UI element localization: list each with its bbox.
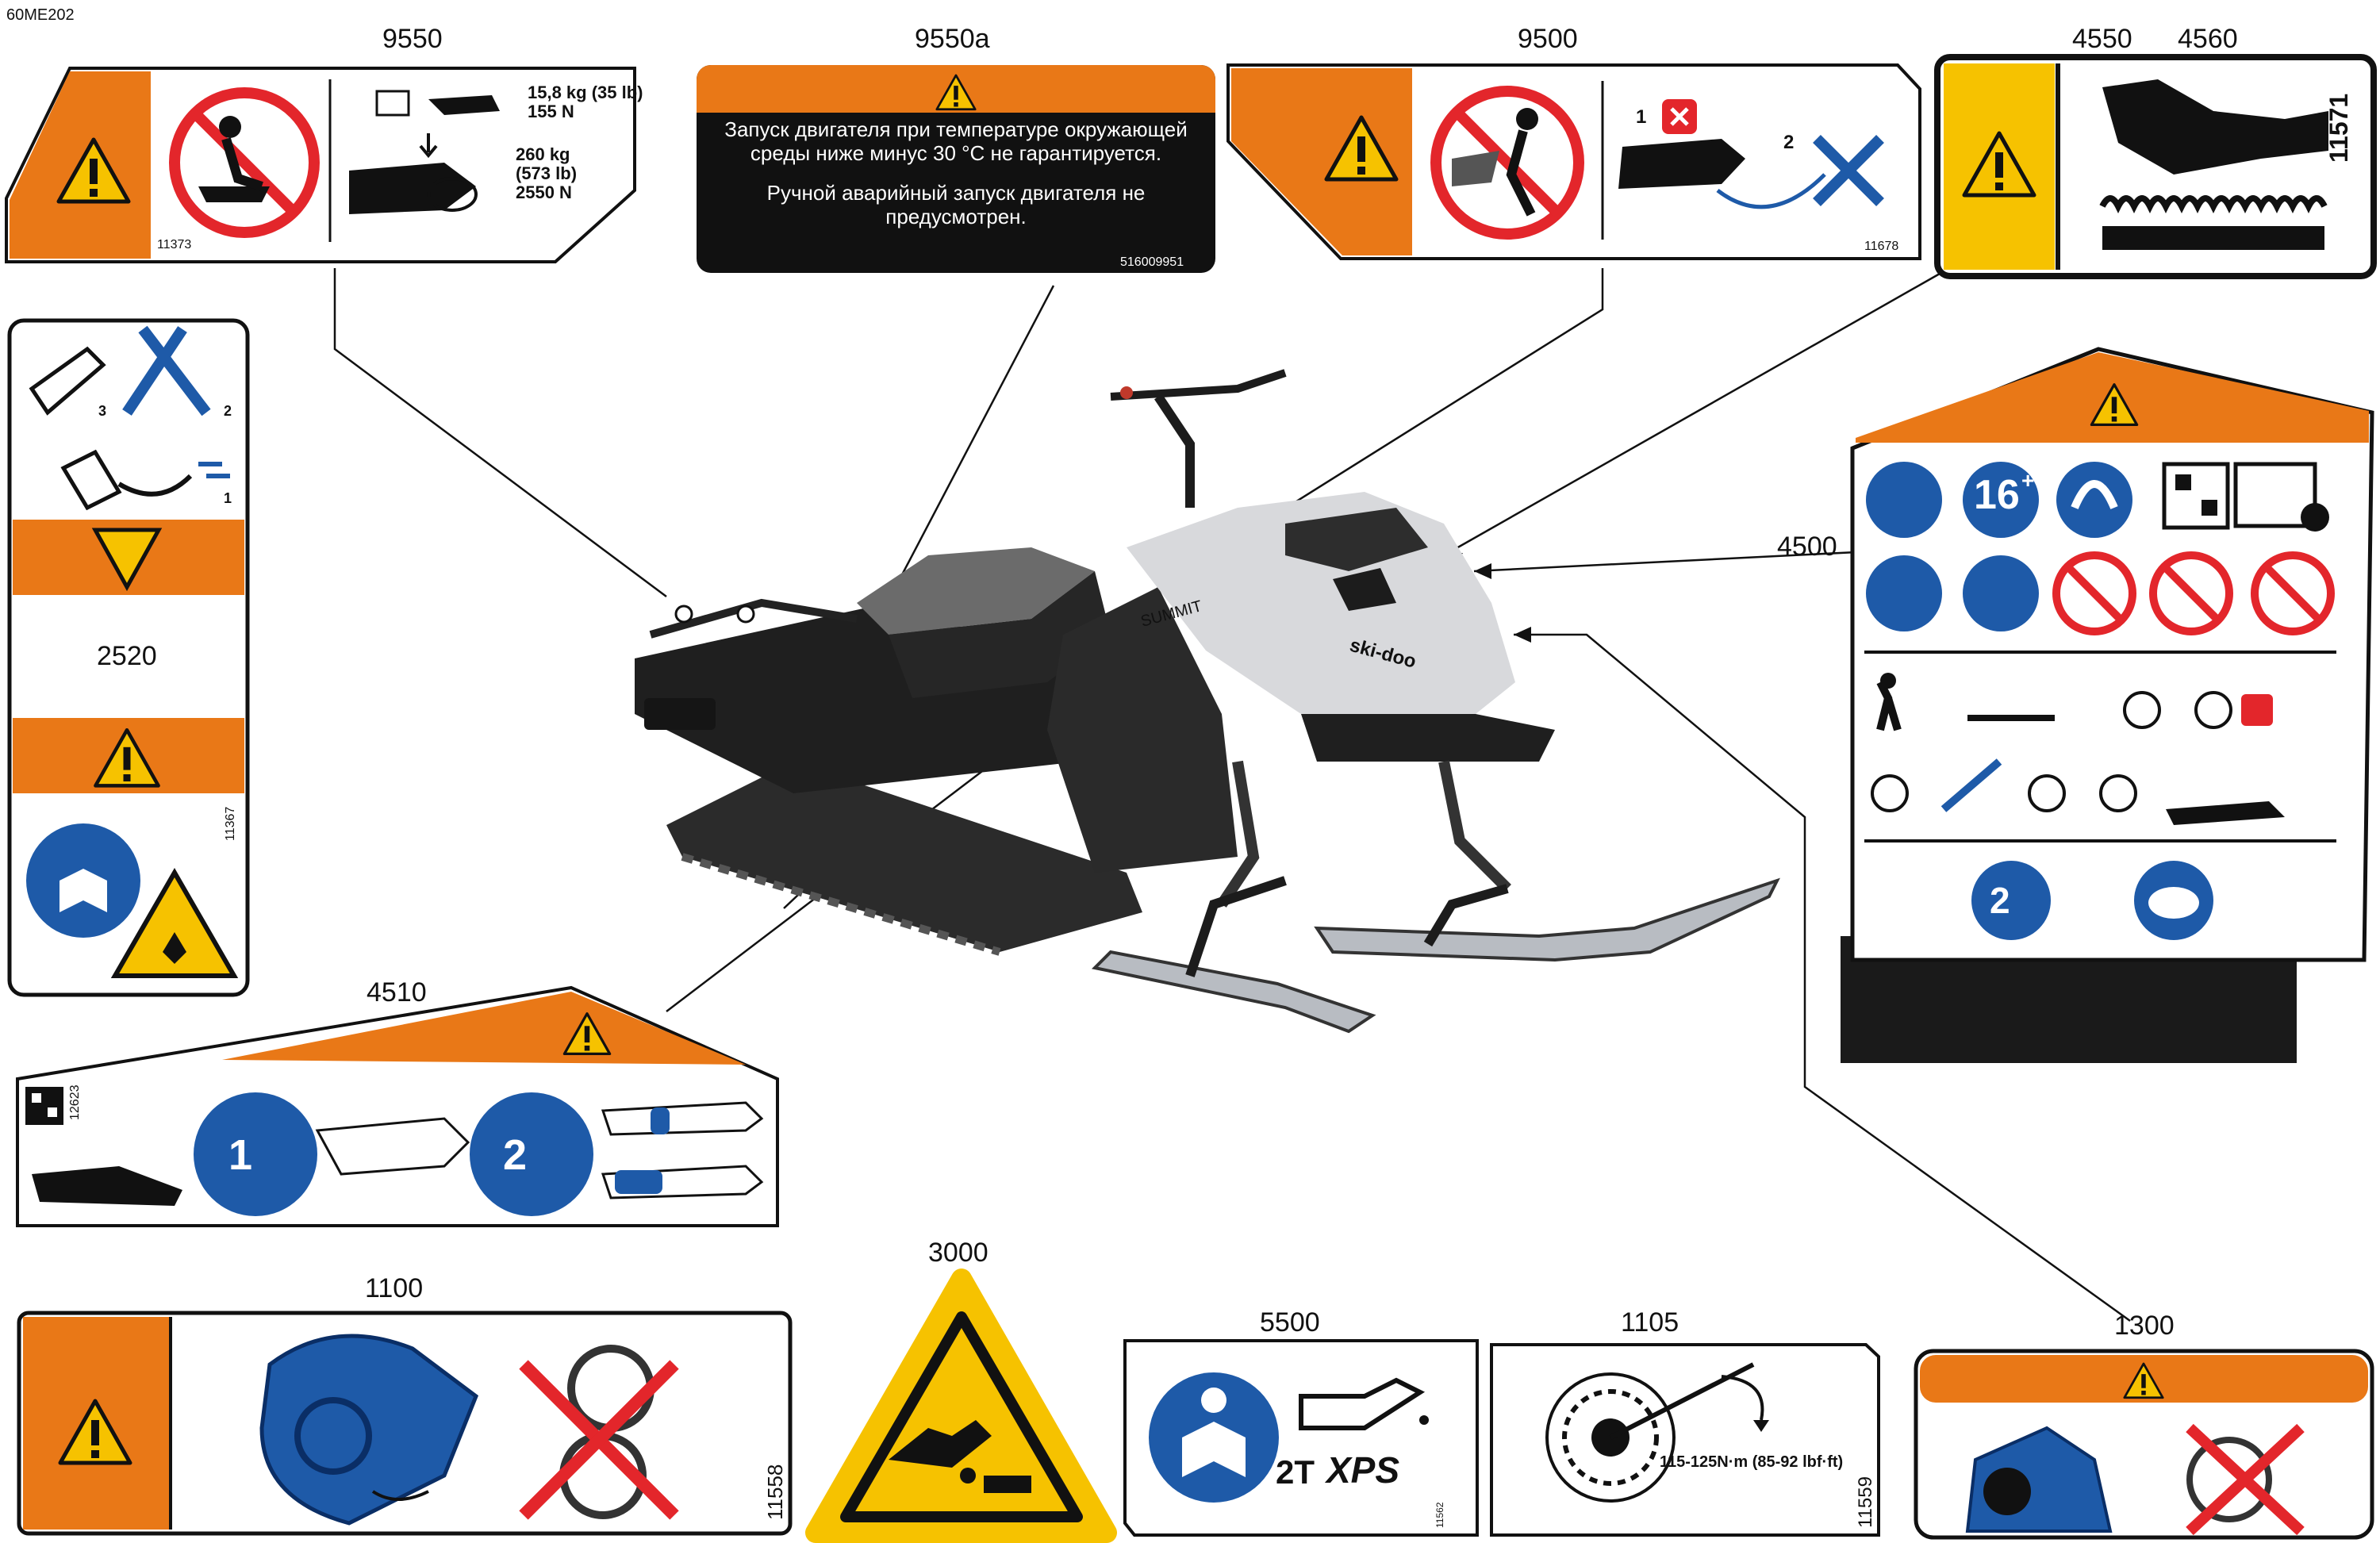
- callout-9550a: 9550a: [915, 24, 990, 54]
- callout-1100: 1100: [365, 1273, 424, 1303]
- label-5500-ref: 11562: [1434, 1502, 1445, 1528]
- label-9500-ref: 11678: [1864, 240, 1899, 253]
- label-9550-load-bottom-lb: (573 lb): [516, 163, 578, 183]
- label-2520-ref: 11367: [224, 806, 237, 841]
- label-5500-oil-a: 2T: [1276, 1453, 1315, 1491]
- label-9550-load-top-n: 155 N: [528, 102, 574, 121]
- label-4500: [1841, 347, 2374, 1063]
- label-1300: [1914, 1349, 2374, 1540]
- callout-2520: 2520: [97, 641, 157, 671]
- label-9550a: [697, 65, 1215, 273]
- leader-1300: [1514, 633, 2131, 1322]
- label-9500-step1: 1: [1636, 106, 1647, 128]
- label-5500: [1123, 1339, 1479, 1537]
- label-4500-rider-count: 2: [1990, 880, 2010, 921]
- label-3000: [805, 1269, 1117, 1543]
- label-1105: [1490, 1343, 1880, 1537]
- label-1100-ref: 11558: [763, 1464, 787, 1520]
- label-9550-ref: 11373: [157, 238, 192, 251]
- label-1100: [17, 1311, 793, 1536]
- label-9550-load-bottom-kg: 260 kg: [516, 144, 570, 164]
- label-1105-ref: 11559: [1855, 1476, 1876, 1528]
- leader-9550: [333, 268, 667, 598]
- figure-code: 60ME202: [6, 6, 75, 24]
- label-9550: [5, 67, 636, 263]
- label-9550a-ref: 516009951: [1120, 255, 1184, 269]
- label-2520: [7, 318, 250, 997]
- label-4510: [16, 985, 779, 1227]
- snowmobile-illustration: SUMMIT ski-doo: [635, 369, 1780, 1034]
- leader-9550a: [879, 285, 1055, 616]
- callout-4500: 4500: [1777, 532, 1837, 562]
- label-9550a-line1: Запуск двигателя при температуре окружаю…: [724, 117, 1188, 165]
- label-4500-age-plus: +: [2021, 468, 2035, 493]
- label-5500-oil-b: XPS: [1326, 1449, 1400, 1491]
- label-2520-step1: 1: [224, 490, 232, 506]
- label-9550a-text: Запуск двигателя при температуре окружаю…: [698, 117, 1214, 244]
- label-9550-load-bottom-n: 2550 N: [516, 182, 572, 202]
- label-4550: [1934, 54, 2377, 279]
- leader-4550: [1443, 272, 1940, 557]
- label-4550-ref: 11571: [2324, 93, 2353, 163]
- label-2520-step2: 2: [224, 403, 232, 419]
- label-9550a-line2: Ручной аварийный запуск двигателя не пре…: [766, 181, 1146, 228]
- callout-4550: 4550: [2072, 24, 2132, 54]
- callout-1105: 1105: [1621, 1307, 1679, 1338]
- label-4510-ref: 12623: [68, 1084, 82, 1121]
- label-1105-torque: 115-125N·m (85-92 lbf·ft): [1660, 1453, 1844, 1471]
- callout-3000: 3000: [928, 1238, 988, 1268]
- label-9500-step2: 2: [1783, 132, 1795, 153]
- label-2520-step3: 3: [98, 403, 107, 419]
- label-9500: [1226, 63, 1921, 260]
- label-4510-rider2: 2: [503, 1131, 528, 1179]
- label-4500-age: 16: [1974, 472, 2020, 518]
- label-9550-load-top-kg: 15,8 kg (35 lb): [528, 83, 643, 102]
- callout-4560: 4560: [2178, 24, 2238, 54]
- callout-4510: 4510: [367, 977, 427, 1008]
- callout-9550: 9550: [382, 24, 443, 54]
- label-4510-rider1: 1: [228, 1131, 253, 1179]
- leader-4500: [1473, 551, 1857, 573]
- callout-9500: 9500: [1518, 24, 1578, 54]
- callout-5500: 5500: [1260, 1307, 1320, 1338]
